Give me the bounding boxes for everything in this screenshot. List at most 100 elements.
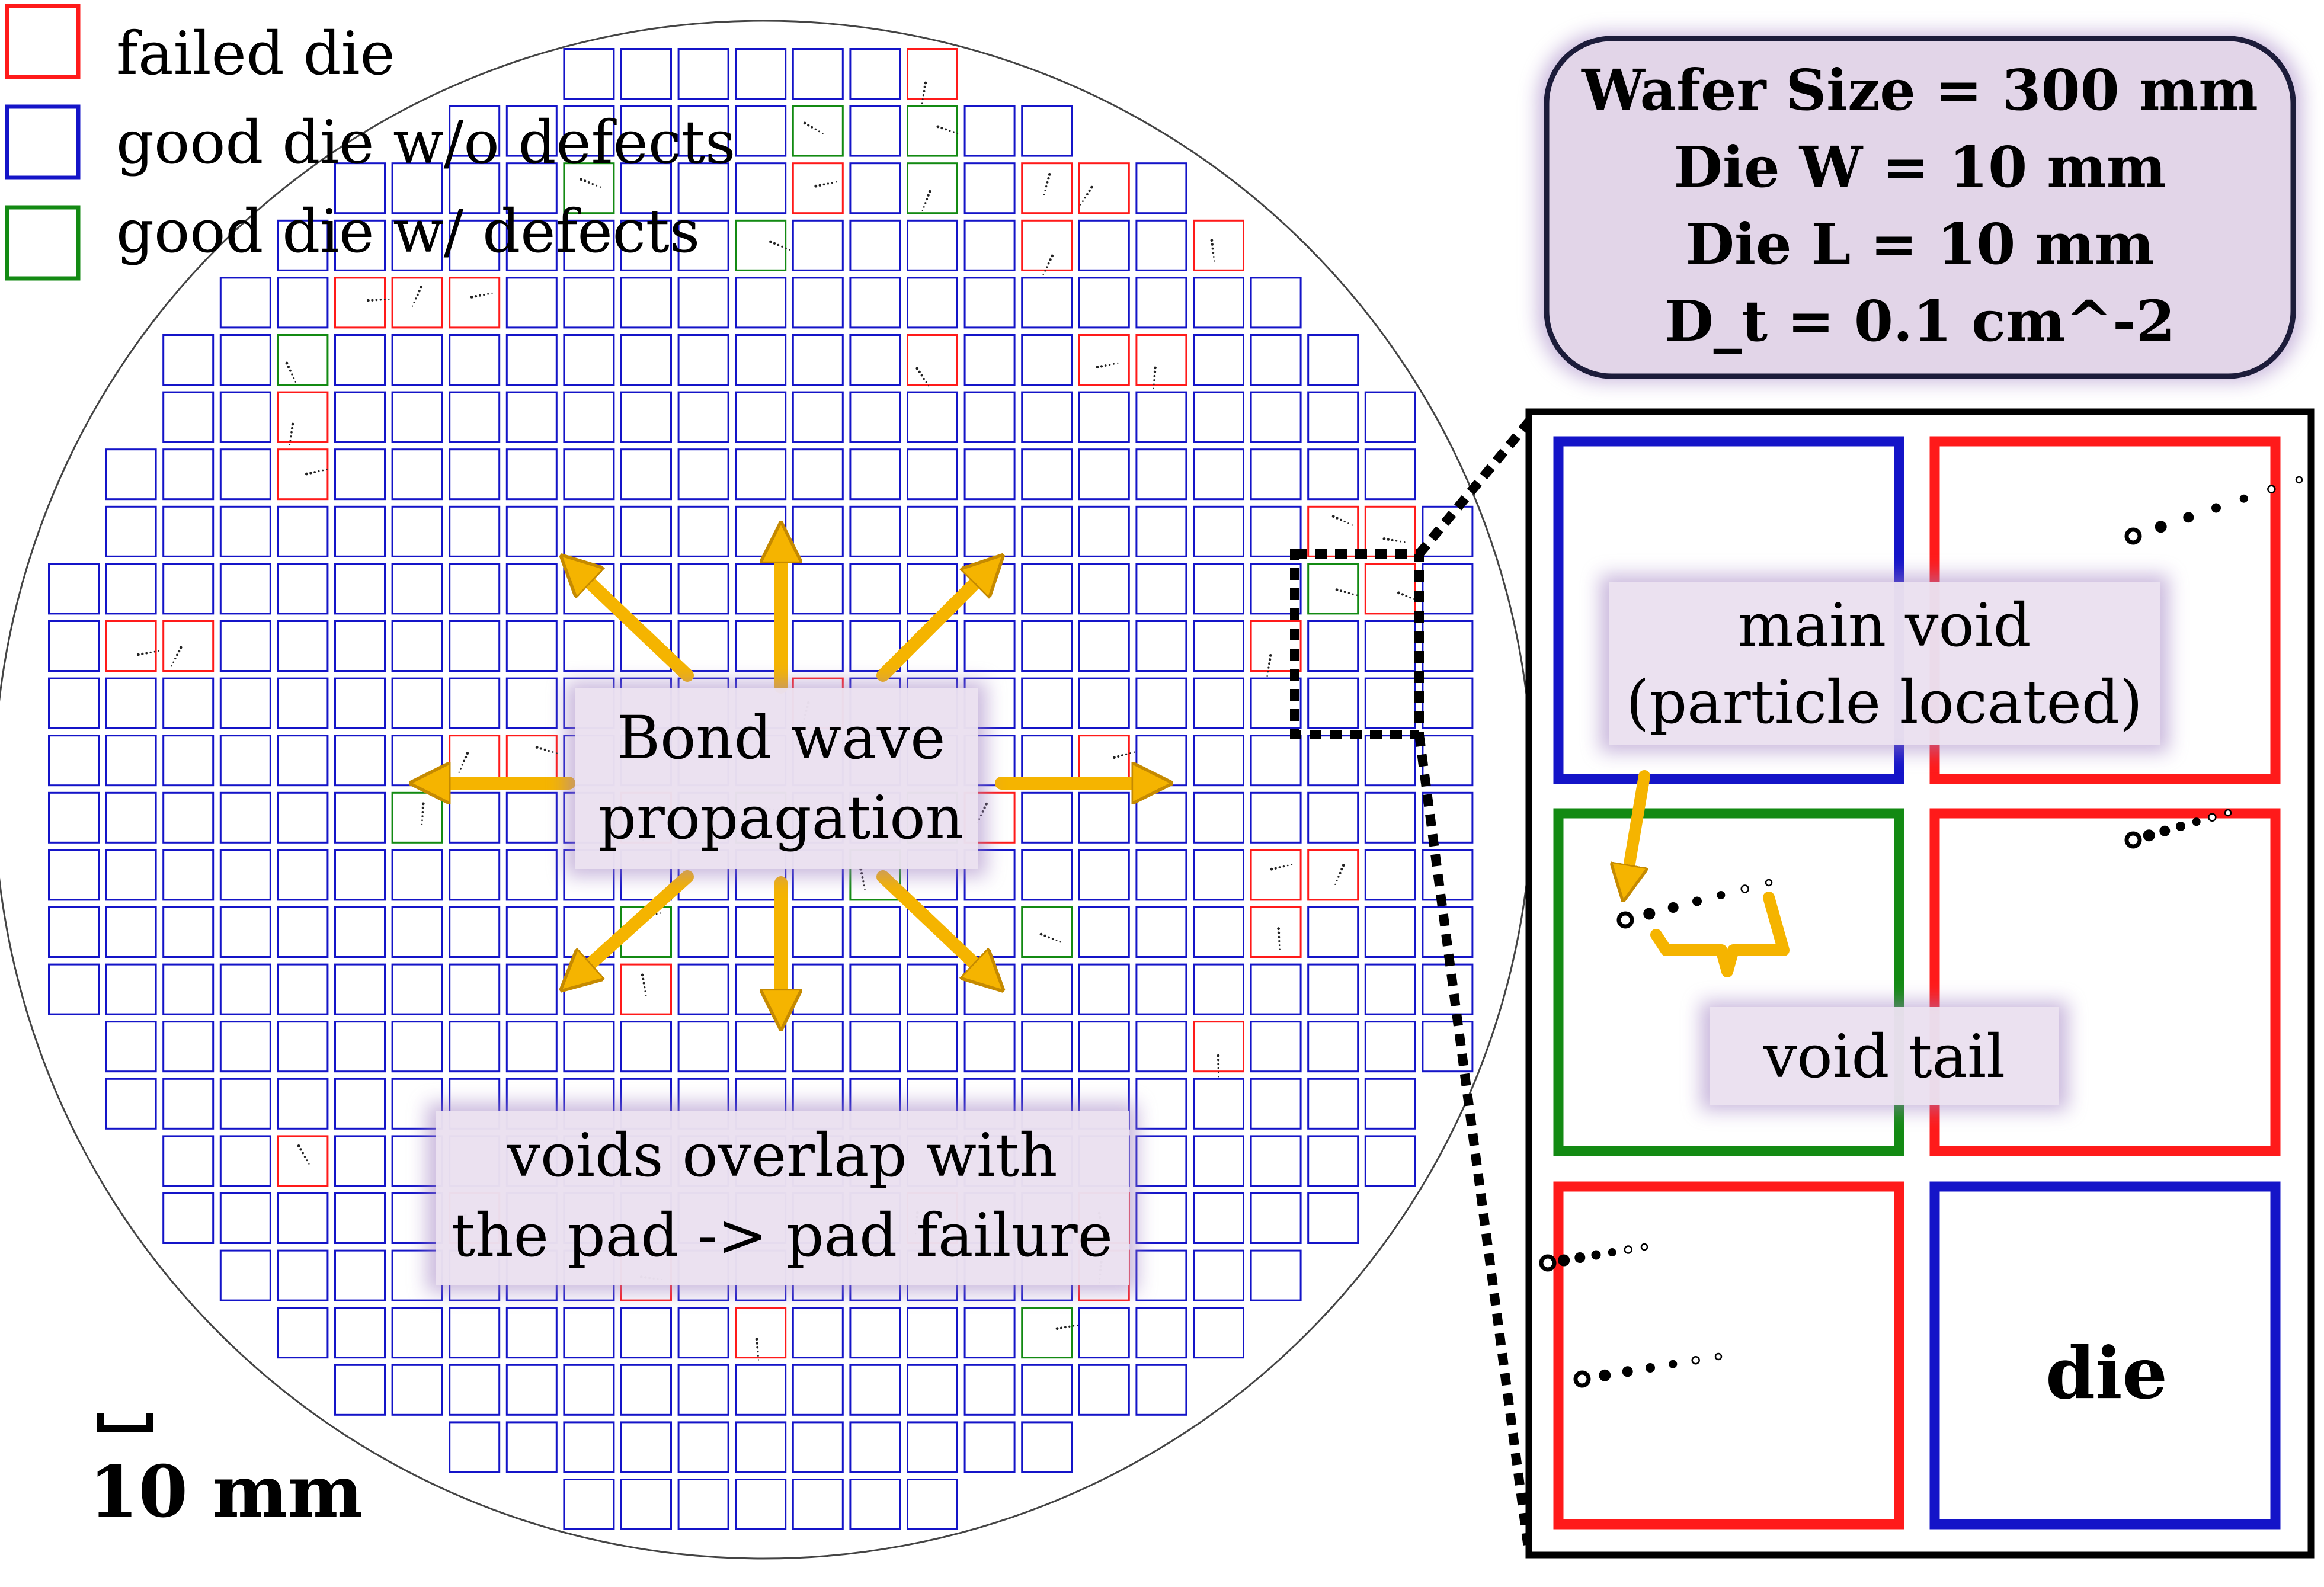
arrow-sw [569,870,694,983]
void-dot [921,210,923,212]
die-good [1021,1364,1073,1416]
die-good [1193,735,1244,787]
void-dot [291,373,293,376]
die-good [1307,1021,1359,1073]
die-failed [735,1307,787,1359]
void-dot [322,469,324,472]
die-failed [277,448,329,501]
die-good [677,162,729,214]
die-failed [1250,620,1302,672]
void-dot [421,811,424,813]
die-good [1135,219,1187,271]
void-dot [580,178,583,181]
die-good [792,563,844,615]
void-dot [375,299,378,302]
die-good [105,735,157,787]
die-good [1422,849,1474,901]
inset-void-dot [1646,1363,1655,1373]
die-good [219,1135,271,1187]
die-good [677,48,729,100]
die-good [963,906,1016,958]
void-dot [1340,868,1343,871]
die-good [620,334,672,386]
die-good [48,849,100,901]
inset-void-dot [1640,1243,1648,1251]
die-good [391,963,443,1015]
void-dot [1047,177,1050,180]
die-good [162,963,215,1015]
die-good [162,1021,215,1073]
legend-label-good: good die w/o defects [116,108,735,177]
die-failed [162,620,215,672]
die-good [1364,963,1416,1015]
die-good [334,162,386,214]
die-good [391,505,443,557]
inset-die-failed [1929,808,2281,1156]
die-good [620,1364,672,1416]
die-failed [1021,162,1073,214]
die-good [677,505,729,557]
void-dot [1278,940,1281,942]
void-dot [1291,864,1293,865]
die-good [1307,791,1359,844]
void-dot [297,1144,300,1147]
die-failed [277,391,329,443]
void-dot [1218,1071,1219,1073]
void-dot [1121,754,1123,756]
die-good [849,334,901,386]
void-dot [773,242,776,245]
bond-wave-arrows [421,533,1161,1019]
void-dot [1055,1327,1059,1330]
die-good [219,677,271,729]
die-good [105,448,157,501]
die-good [1307,620,1359,672]
void-dot [421,819,423,822]
void-dot [1382,537,1386,540]
die-good [219,849,271,901]
void-dot [1387,538,1390,541]
void-dot [915,367,919,370]
die-good [219,1021,271,1073]
die-defect [563,162,615,214]
void-dot [305,472,308,476]
void-dot [379,299,382,301]
voids-overlap-label: voids overlap with the pad -> pad failur… [427,1103,1138,1293]
die-good [277,1192,329,1244]
void-dot [411,305,414,307]
die-failed [1193,219,1244,271]
void-dot [461,764,464,766]
die-good [1021,105,1073,157]
void-dot [1113,363,1115,365]
scale-bar: 10 mm [89,1413,363,1534]
die-good [505,849,558,901]
die-good [162,906,215,958]
die-good [277,849,329,901]
die-good [505,791,558,844]
die-good [1193,1249,1244,1301]
void-dot [1077,1324,1078,1326]
die-good [505,277,558,329]
zoom-selection-box [1290,549,1424,739]
die-good [792,448,844,501]
die-good [449,849,501,901]
die-good [1078,677,1130,729]
die-good [1364,391,1416,443]
inset-void-dot [2224,809,2232,817]
die-good [563,391,615,443]
die-failed [1364,505,1416,557]
inset-void-dot [2239,494,2248,503]
die-good [391,677,443,729]
void-dot [1279,948,1281,950]
die-good [620,448,672,501]
die-good [1078,277,1130,329]
void-dot [383,299,386,300]
die-good [963,620,1016,672]
die-good [620,219,672,271]
die-good [1021,334,1073,386]
void-dot [921,102,923,104]
die-good [105,849,157,901]
die-good [677,105,729,157]
void-dot [290,427,294,430]
die-defect [1307,563,1359,615]
